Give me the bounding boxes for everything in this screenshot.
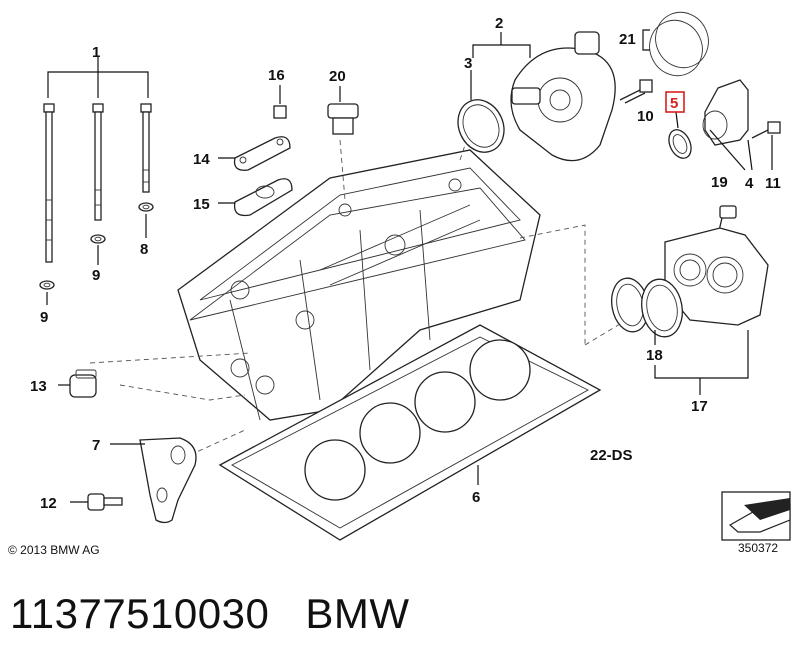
head-bolts <box>39 57 154 290</box>
cylinder-head <box>177 149 541 421</box>
bracket-7 <box>139 437 197 524</box>
label-22-ds: 22-DS <box>590 447 633 464</box>
label-9a: 9 <box>92 267 100 284</box>
label-1: 1 <box>92 44 100 61</box>
head-gasket <box>218 324 602 541</box>
label-20: 20 <box>329 68 346 85</box>
label-11: 11 <box>765 175 781 192</box>
o-ring-3 <box>457 99 505 153</box>
bolt-11 <box>751 121 781 139</box>
plug-13 <box>69 369 97 398</box>
label-5: 5 <box>670 95 678 112</box>
label-19: 19 <box>711 174 728 191</box>
plug-20 <box>327 103 359 135</box>
label-21: 21 <box>619 31 636 48</box>
label-4: 4 <box>745 175 754 192</box>
label-12: 12 <box>40 495 57 512</box>
plug-16 <box>273 105 287 119</box>
label-15: 15 <box>193 196 210 213</box>
label-9b: 9 <box>40 309 48 326</box>
direction-arrow-icon <box>721 491 791 541</box>
vacuum-pump <box>510 31 616 162</box>
bolt-10 <box>619 79 653 104</box>
label-2: 2 <box>495 15 503 32</box>
cover-plate-15 <box>233 178 293 217</box>
bolt-12 <box>87 493 123 511</box>
label-8: 8 <box>140 241 148 258</box>
brand-name: BMW <box>305 590 410 637</box>
o-ring-5 <box>668 129 692 159</box>
label-14: 14 <box>193 151 210 168</box>
highlight-box-5 <box>665 91 685 113</box>
housing-4 <box>702 79 749 146</box>
part-number: 11377510030 <box>10 590 270 637</box>
label-18: 18 <box>646 347 663 364</box>
label-13: 13 <box>30 378 47 395</box>
label-16: 16 <box>268 67 285 84</box>
camshaft-cover-17 <box>664 227 769 326</box>
label-7: 7 <box>92 437 100 454</box>
seals-18 <box>611 277 683 338</box>
label-17: 17 <box>691 398 708 415</box>
label-3: 3 <box>464 55 472 72</box>
part-number-caption: 11377510030 BMW <box>10 590 445 638</box>
cover-plate-14 <box>233 136 291 171</box>
copyright: © 2013 BMW AG <box>8 543 100 557</box>
o-rings-21 <box>649 11 709 77</box>
image-number: 350372 <box>738 541 778 555</box>
label-6: 6 <box>472 489 480 506</box>
label-10: 10 <box>637 108 654 125</box>
